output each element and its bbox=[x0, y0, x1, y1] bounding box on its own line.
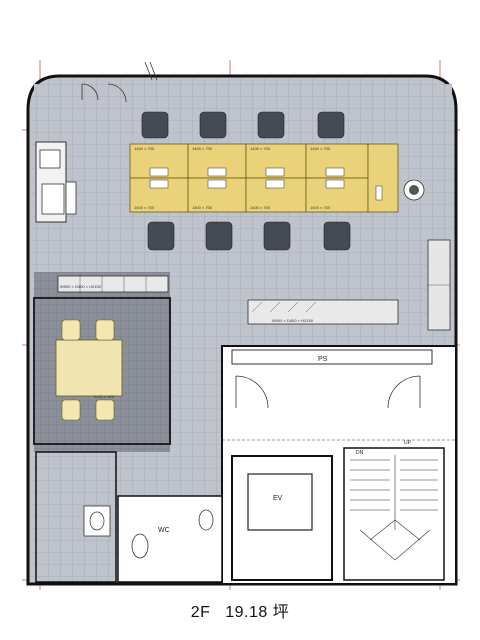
desk-equipment bbox=[149, 167, 383, 201]
desk-label: 1400 × 700 bbox=[134, 146, 155, 151]
desk-label: 1400 × 700 bbox=[192, 205, 213, 210]
dn-label: DN bbox=[356, 450, 364, 456]
sink bbox=[39, 149, 61, 169]
meeting-room-wall bbox=[33, 297, 171, 445]
desk-label: 1400 × 700 bbox=[250, 205, 271, 210]
wc-label: WC bbox=[158, 527, 170, 534]
desk-labels: 1400 × 700 1400 × 700 1400 × 700 1400 × … bbox=[134, 146, 331, 210]
meeting-table-label: 2100 × 900 bbox=[94, 394, 115, 399]
entrance-door bbox=[81, 61, 158, 103]
ps-strip bbox=[231, 349, 433, 365]
shelving bbox=[247, 299, 399, 325]
chairs-bottom-row bbox=[147, 221, 351, 251]
chair bbox=[141, 111, 169, 139]
cabinet-label: W900 × D400 × H2150 bbox=[60, 284, 102, 289]
stair-treads bbox=[350, 455, 438, 561]
chairs-top-row bbox=[141, 111, 345, 139]
ev-car bbox=[247, 473, 313, 531]
chair bbox=[61, 399, 81, 421]
meeting-table bbox=[55, 339, 123, 397]
chair bbox=[199, 111, 227, 139]
chair bbox=[61, 319, 81, 341]
cabinet-label: W900 × D400 × H2150 bbox=[272, 318, 314, 323]
washbasin bbox=[198, 509, 214, 531]
chair bbox=[95, 319, 115, 341]
desk-label: 1400 × 700 bbox=[134, 205, 155, 210]
floor-caption: 2F 19.18 坪 bbox=[0, 598, 480, 622]
desk-label: 1400 × 700 bbox=[310, 146, 331, 151]
up-label: UP bbox=[404, 440, 412, 446]
manager-desk bbox=[367, 143, 399, 213]
desk-block bbox=[129, 143, 399, 213]
floor-label: 2F bbox=[190, 604, 211, 621]
ev-label: EV bbox=[273, 495, 283, 502]
chair bbox=[95, 399, 115, 421]
fridge bbox=[41, 183, 65, 215]
desk-label: 1400 × 700 bbox=[310, 205, 331, 210]
meeting-chairs bbox=[61, 319, 115, 421]
chair bbox=[205, 221, 233, 251]
floor-area: 19.18 坪 bbox=[225, 604, 290, 621]
cabinet-small bbox=[65, 181, 77, 215]
chair bbox=[147, 221, 175, 251]
ps-label: PS bbox=[318, 356, 328, 363]
chair bbox=[323, 221, 351, 251]
chair bbox=[317, 111, 345, 139]
stairwell bbox=[343, 447, 445, 581]
storage-strip bbox=[57, 275, 169, 293]
desk-label: 1400 × 700 bbox=[192, 146, 213, 151]
lobby-doors bbox=[235, 375, 421, 409]
desk-label: 1400 × 700 bbox=[250, 146, 271, 151]
chair bbox=[257, 111, 285, 139]
chair bbox=[263, 221, 291, 251]
toilet bbox=[131, 533, 149, 559]
